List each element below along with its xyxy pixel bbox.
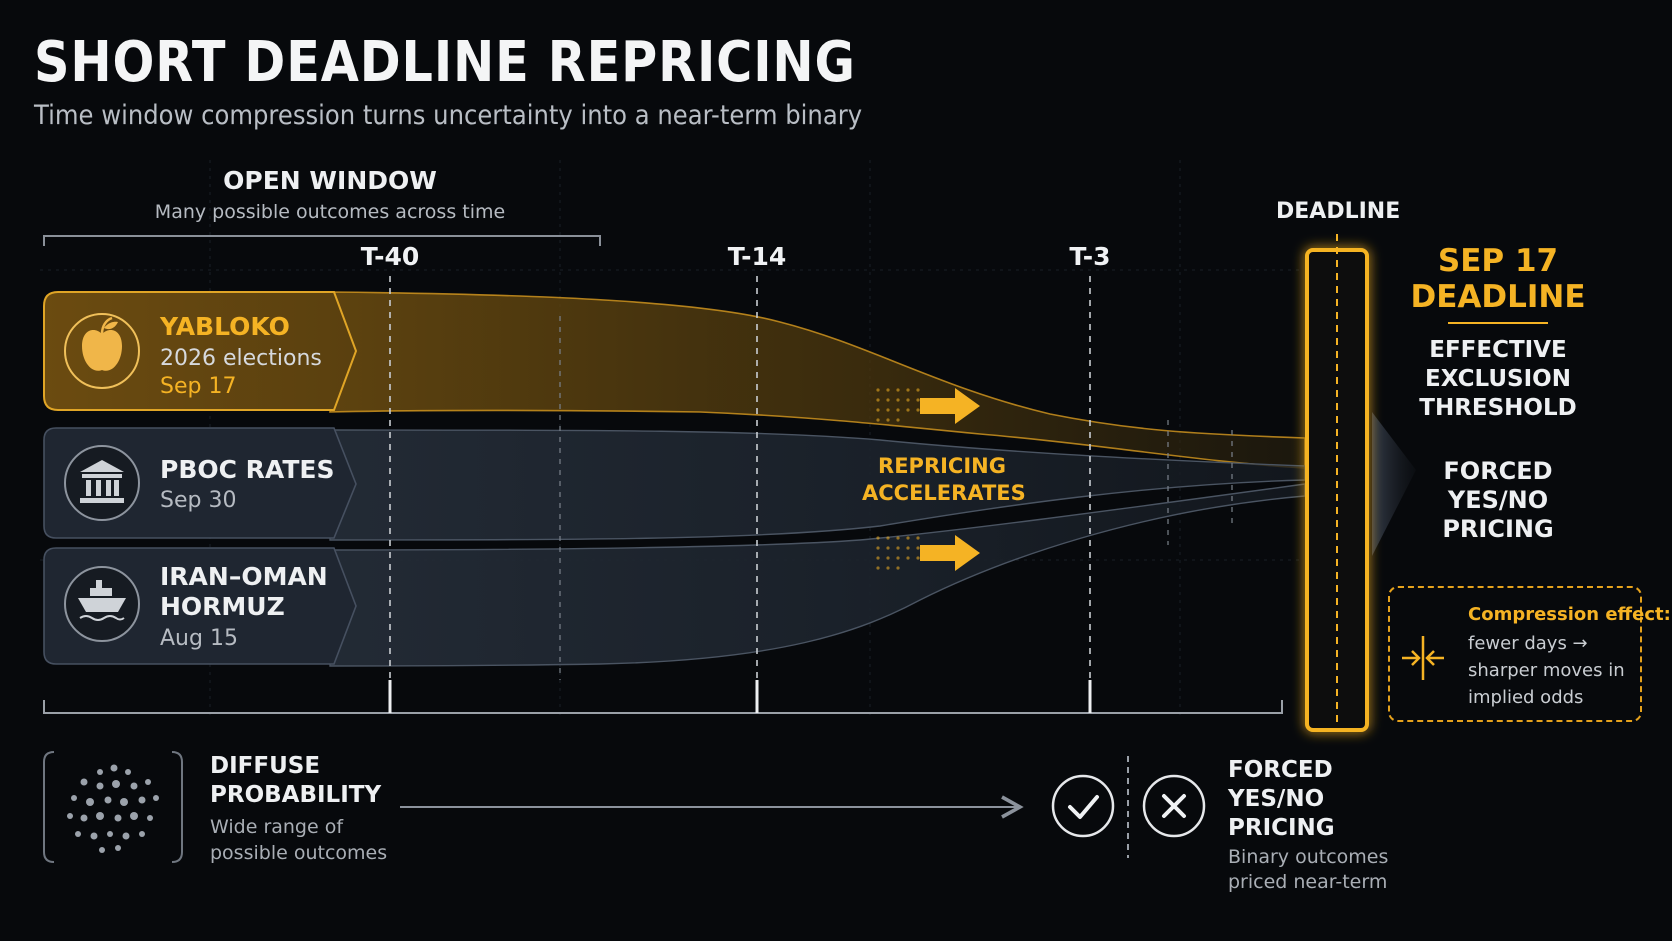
forced-bottom-line-3: PRICING [1228, 815, 1335, 841]
deadline-label: DEADLINE [1276, 199, 1401, 224]
repricing-arrow-top [876, 388, 980, 424]
forced-right-line-3: PRICING [1442, 515, 1554, 543]
deadline-bar [1305, 248, 1369, 732]
exclusion-line-3: THRESHOLD [1419, 395, 1577, 421]
repricing-arrow-bottom [876, 535, 980, 571]
page-title: SHORT DEADLINE REPRICING [34, 30, 856, 95]
tick-label-t3: T-3 [1069, 242, 1111, 271]
pboc-date: Sep 30 [160, 488, 237, 513]
cross-icon [1142, 774, 1206, 838]
open-window-subtitle: Many possible outcomes across time [154, 201, 506, 223]
diffuse-dots-icon [43, 751, 183, 863]
diffuse-probability-title: DIFFUSE PROBABILITY [210, 752, 381, 810]
yabloko-name: YABLOKO [160, 312, 290, 341]
yabloko-card [43, 291, 358, 411]
forced-bottom-line-1: FORCED [1228, 757, 1333, 783]
hormuz-flow-ribbon-fill [329, 483, 1306, 667]
diffuse-title-line-1: DIFFUSE [210, 753, 321, 779]
open-window-title: OPEN WINDOW [223, 166, 437, 195]
check-icon [1051, 774, 1115, 838]
yabloko-date: Sep 17 [160, 374, 237, 399]
deadline-panel-title: SEP 17 DEADLINE [1400, 243, 1596, 315]
compression-effect-title: Compression effect: [1468, 604, 1671, 625]
compression-effect-box [1388, 586, 1642, 722]
timeline-axis [43, 700, 1283, 714]
exclusion-line-2: EXCLUSION [1425, 366, 1571, 392]
repricing-line-1: REPRICING [878, 454, 1006, 478]
diffuse-title-line-2: PROBABILITY [210, 782, 382, 808]
deadline-title-rule [1448, 322, 1548, 324]
page-subtitle: Time window compression turns uncertaint… [34, 100, 863, 131]
forced-right-line-1: FORCED [1443, 457, 1553, 485]
forced-pricing-bottom-subtitle: Binary outcomes priced near-term [1228, 846, 1389, 893]
yabloko-detail: 2026 elections [160, 346, 322, 371]
hormuz-name-line-1: IRAN–OMAN [160, 562, 328, 591]
forced-right-line-2: YES/NO [1447, 486, 1549, 514]
repricing-line-2: ACCELERATES [862, 481, 1026, 505]
apple-icon [64, 313, 140, 389]
pboc-name: PBOC RATES [160, 455, 335, 484]
ship-icon [64, 566, 140, 642]
open-window-bracket [43, 235, 601, 246]
output-funnel [1372, 412, 1416, 556]
exclusion-line-1: EFFECTIVE [1429, 337, 1567, 363]
forced-pricing-bottom-title: FORCED YES/NO PRICING [1228, 756, 1335, 843]
compression-effect-text: fewer days → sharper moves in implied od… [1468, 633, 1625, 708]
repricing-label: REPRICING ACCELERATES [862, 453, 1026, 507]
diffuse-probability-subtitle: Wide range of possible outcomes [210, 816, 388, 864]
bank-icon [64, 445, 140, 521]
forced-bottom-line-2: YES/NO [1228, 786, 1325, 812]
exclusion-threshold-label: EFFECTIVE EXCLUSION THRESHOLD [1400, 336, 1596, 423]
tick-label-t14: T-14 [727, 242, 787, 271]
forced-pricing-right: FORCED YES/NO PRICING [1400, 457, 1596, 544]
deadline-title-line-2: DEADLINE [1410, 279, 1586, 315]
hormuz-name-line-2: HORMUZ [160, 592, 285, 621]
deadline-title-line-1: SEP 17 [1437, 243, 1559, 279]
hormuz-date: Aug 15 [160, 626, 238, 651]
tick-label-t40: T-40 [360, 242, 420, 271]
compression-icon [1402, 636, 1444, 680]
